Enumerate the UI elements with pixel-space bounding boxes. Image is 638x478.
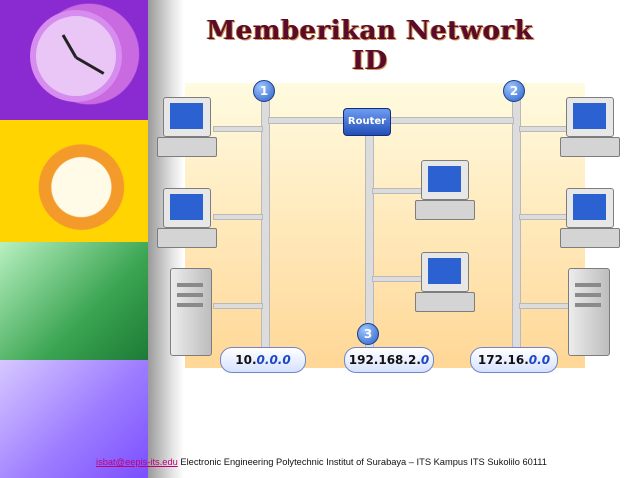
segment-badge-3: 3 xyxy=(357,323,379,345)
clock-image-purple xyxy=(0,0,148,120)
email-link[interactable]: isbat@eepis-its.edu xyxy=(96,457,178,467)
server-icon xyxy=(568,268,610,356)
wall-clock-icon xyxy=(30,10,122,102)
drop-pc-2 xyxy=(213,214,263,220)
segment-2-bus xyxy=(512,96,521,350)
segment-badge-1: 1 xyxy=(253,80,275,102)
computer-icon xyxy=(560,97,618,157)
network-id-3: 192.168.2.0 xyxy=(344,347,434,373)
footer-text: Electronic Engineering Polytechnic Insti… xyxy=(180,457,547,467)
segment-3-bus xyxy=(365,130,374,350)
link-router-1 xyxy=(268,117,345,124)
clock-hour-hand xyxy=(62,34,78,58)
link-router-2 xyxy=(389,117,514,124)
computer-icon xyxy=(157,97,215,157)
slide-title: Memberikan Network ID xyxy=(200,16,540,76)
computer-icon xyxy=(415,252,473,312)
network-id-1: 10.0.0.0 xyxy=(220,347,306,373)
server-icon xyxy=(170,268,212,356)
computer-icon xyxy=(560,188,618,248)
network-id-2: 172.16.0.0 xyxy=(470,347,558,373)
drop-server-2 xyxy=(519,303,569,309)
segment-badge-2: 2 xyxy=(503,80,525,102)
segment-1-bus xyxy=(261,96,270,350)
drop-pc-1 xyxy=(213,126,263,132)
router-icon: Router xyxy=(343,108,391,136)
drop-server-1 xyxy=(213,303,263,309)
clock-image-orange xyxy=(0,120,148,242)
computer-icon xyxy=(415,160,473,220)
computer-icon xyxy=(157,188,215,248)
clock-minute-hand xyxy=(75,56,104,75)
papers-stack-icon xyxy=(0,242,148,360)
slide-footer: isbat@eepis-its.edu Electronic Engineeri… xyxy=(96,457,547,467)
